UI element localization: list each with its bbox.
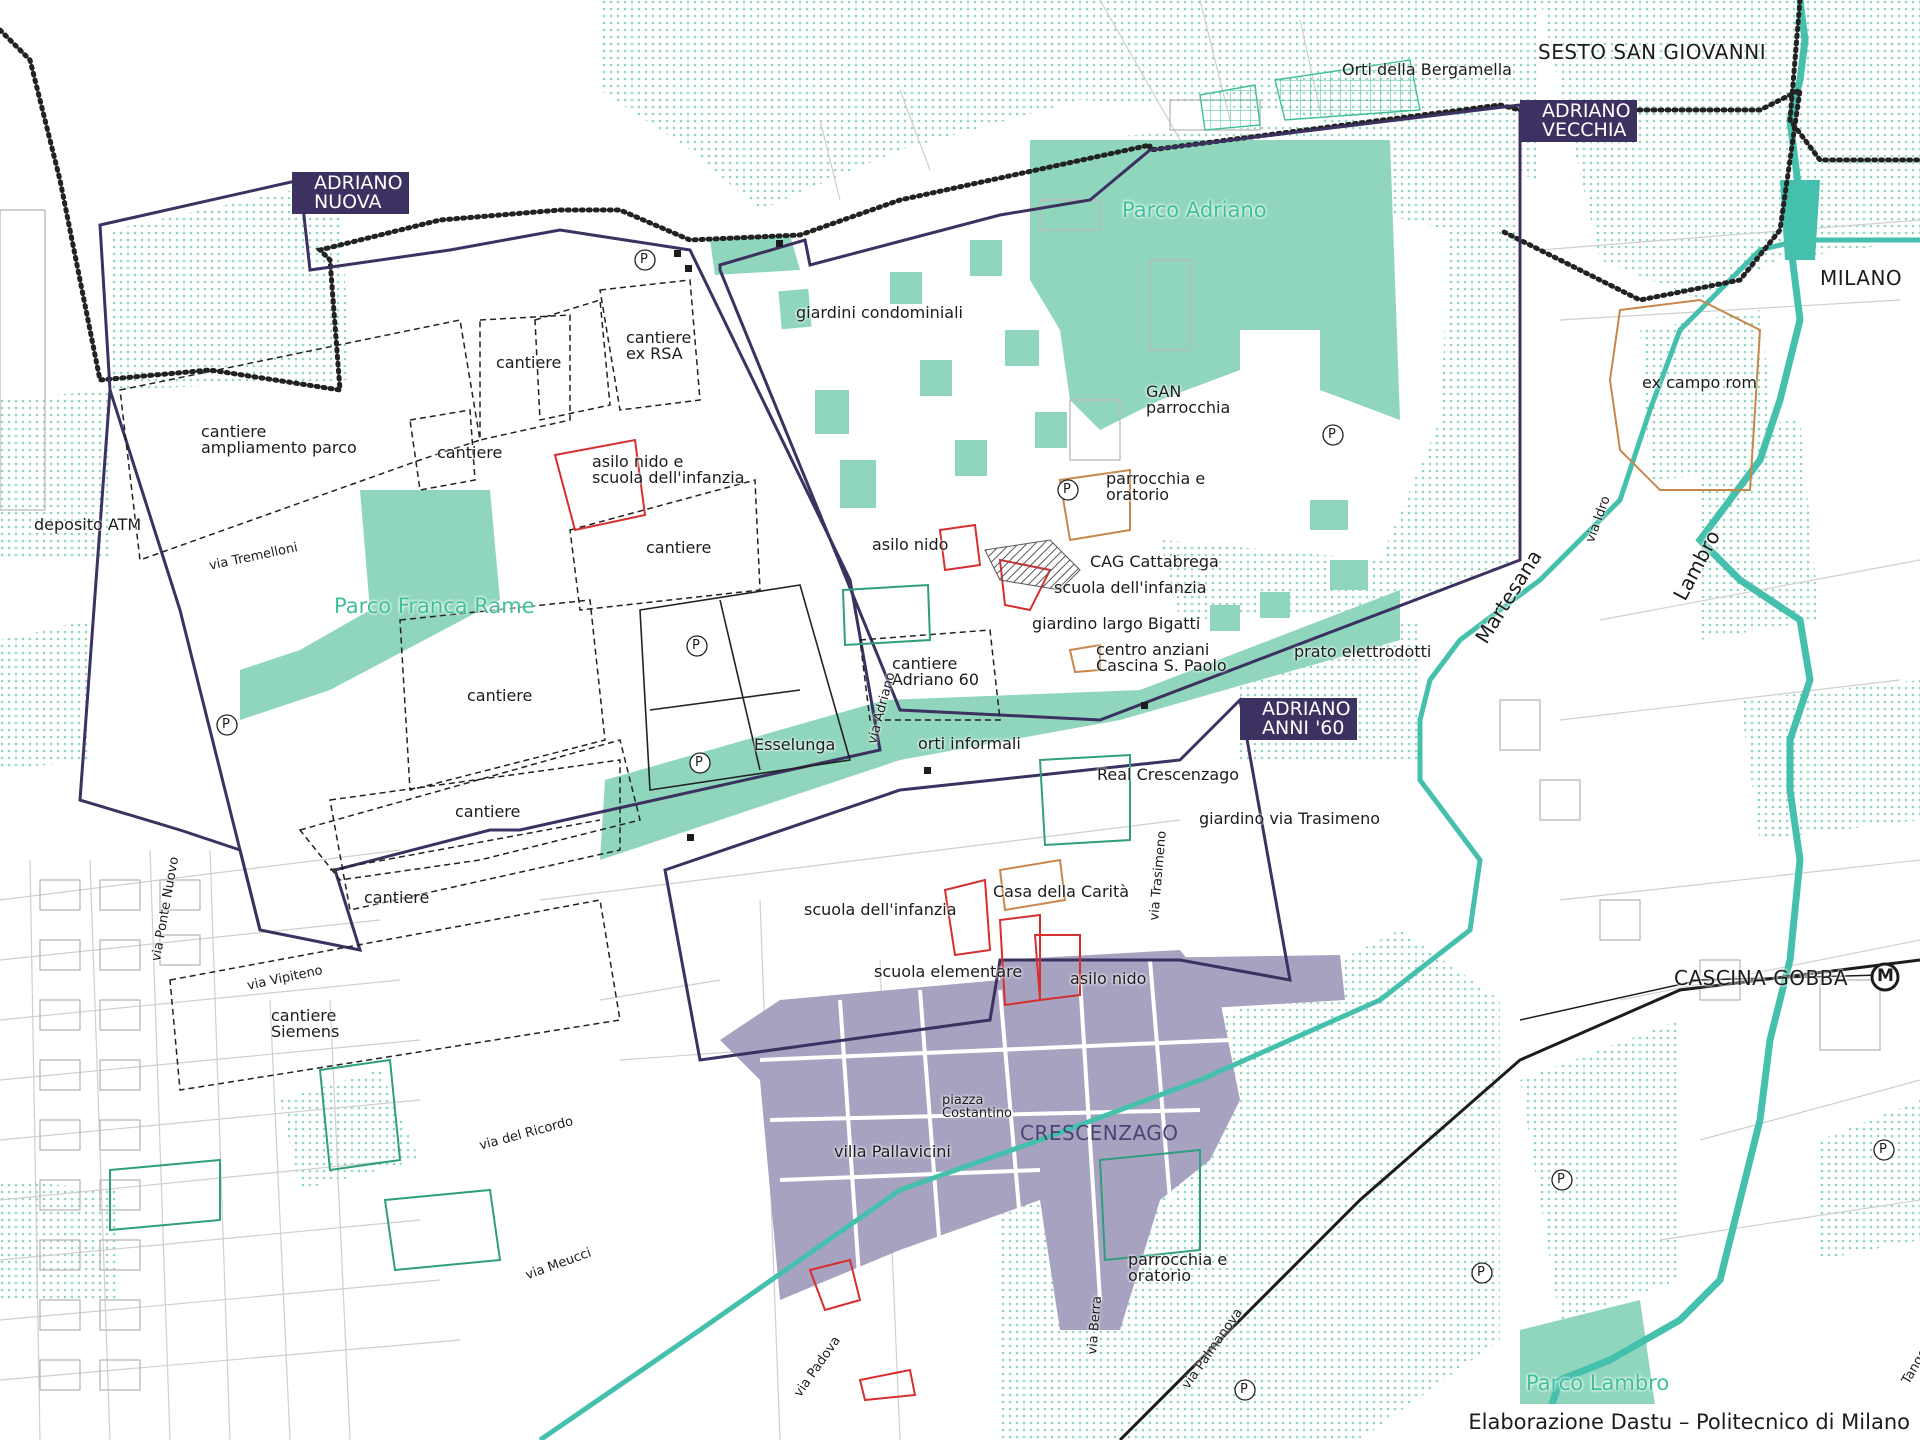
lambro-river xyxy=(1536,0,1814,1440)
label-esselunga: Esselunga xyxy=(754,735,836,754)
label-cag: CAG Cattabrega xyxy=(1090,552,1219,571)
label-cantiere-2: cantiere xyxy=(437,443,503,462)
parking-icon: P xyxy=(1328,427,1336,442)
label-villa-pallavicini: villa Pallavicini xyxy=(834,1142,951,1161)
label-cantiere-3: cantiere xyxy=(646,538,712,557)
church-outlines xyxy=(998,298,1762,912)
label-giardino-bigatti: giardino largo Bigatti xyxy=(1032,614,1201,633)
label-asilo-nido-south: asilo nido xyxy=(1070,969,1147,988)
label-scuola-elementare: scuola elementare xyxy=(874,962,1023,981)
railway xyxy=(1118,958,1920,1440)
parking-icon: P xyxy=(695,755,703,770)
label-asilo-scuola: asilo nido e scuola dell'infanzia xyxy=(592,452,745,487)
park-franca-rame: Parco Franca Rame xyxy=(334,594,535,618)
esselunga-block xyxy=(639,584,852,791)
municipal-boundary xyxy=(0,0,1920,393)
label-real-crescenzago: Real Crescenzago xyxy=(1097,765,1240,784)
cantiere-areas xyxy=(119,279,1001,1091)
place-crescenzago: CRESCENZAGO xyxy=(1020,1121,1179,1145)
parking-markers xyxy=(216,249,1895,1401)
label-cantiere-6: cantiere xyxy=(364,888,430,907)
place-milano: MILANO xyxy=(1820,266,1903,290)
parking-icon: P xyxy=(1063,482,1071,497)
crescenzago-top xyxy=(1000,955,1345,1020)
orti-grid xyxy=(1199,59,1421,131)
building-blocks xyxy=(0,99,1881,1391)
parking-icon: P xyxy=(222,717,230,732)
metro-m-icon: M xyxy=(1877,966,1894,986)
martesana-canal xyxy=(538,237,1920,1440)
lambro-wide xyxy=(1780,180,1820,260)
label-cantiere-siemens: cantiere Siemens xyxy=(271,1006,340,1041)
label-cantiere-ampliamento: cantiere ampliamento parco xyxy=(201,422,357,457)
metro-circle xyxy=(1870,962,1900,992)
label-ex-campo-rom: ex campo rom xyxy=(1642,373,1757,392)
parking-icon: P xyxy=(1879,1142,1887,1157)
label-gan-parrocchia: GAN parrocchia xyxy=(1146,382,1231,417)
label-giardino-trasimeno: giardino via Trasimeno xyxy=(1199,809,1381,828)
badge-adriano-nuova: ADRIANO NUOVA xyxy=(292,172,409,214)
label-piazza-costantino: piazza Costantino xyxy=(942,1093,1013,1121)
park-adriano: Parco Adriano xyxy=(1122,198,1267,222)
label-cantiere-adriano60: cantiere Adriano 60 xyxy=(892,654,980,689)
label-cantiere-1: cantiere xyxy=(496,353,562,372)
neighbourhood-boundaries xyxy=(78,103,1522,1062)
place-sesto: SESTO SAN GIOVANNI xyxy=(1538,40,1767,64)
map-credit: Elaborazione Dastu – Politecnico di Mila… xyxy=(1456,1404,1920,1440)
label-parrocchia-oratorio-south: parrocchia e oratorio xyxy=(1128,1250,1228,1285)
parking-icon: P xyxy=(1477,1265,1485,1280)
crescenzago-streets xyxy=(759,959,1231,1301)
metro-line xyxy=(1519,974,1881,1021)
label-asilo-nido-north: asilo nido xyxy=(872,535,949,554)
label-giardini-condominiali: giardini condominiali xyxy=(796,303,963,322)
label-deposito-atm: deposito ATM xyxy=(34,515,142,534)
tram-stops xyxy=(674,240,1148,841)
parking-icon: P xyxy=(640,252,648,267)
label-orti-bergamella: Orti della Bergamella xyxy=(1342,60,1512,79)
label-orti-informali: orti informali xyxy=(918,734,1021,753)
badge-adriano-vecchia: ADRIANO VECCHIA xyxy=(1520,100,1637,142)
label-cantiere-ex-rsa: cantiere ex RSA xyxy=(626,328,692,363)
park-lambro: Parco Lambro xyxy=(1526,1371,1670,1395)
label-scuola-infanzia-north: scuola dell'infanzia xyxy=(1054,578,1207,597)
parking-icon: P xyxy=(1240,1382,1248,1397)
label-parrocchia-oratorio-north: parrocchia e oratorio xyxy=(1106,469,1206,504)
sport-outlines xyxy=(109,583,1201,1272)
place-cascina-gobba: CASCINA GOBBA xyxy=(1674,966,1849,990)
parking-icon: P xyxy=(692,638,700,653)
badge-adriano-anni60: ADRIANO ANNI '60 xyxy=(1240,698,1357,740)
label-casa-carita: Casa della Carità xyxy=(993,882,1130,901)
label-prato-elettrodotti: prato elettrodotti xyxy=(1294,642,1432,661)
label-cantiere-5: cantiere xyxy=(455,802,521,821)
parking-icon: P xyxy=(1557,1172,1565,1187)
label-scuola-infanzia-south: scuola dell'infanzia xyxy=(804,900,957,919)
cag-hatch xyxy=(984,539,1081,591)
label-cantiere-4: cantiere xyxy=(467,686,533,705)
label-centro-anziani: centro anziani Cascina S. Paolo xyxy=(1096,640,1227,675)
